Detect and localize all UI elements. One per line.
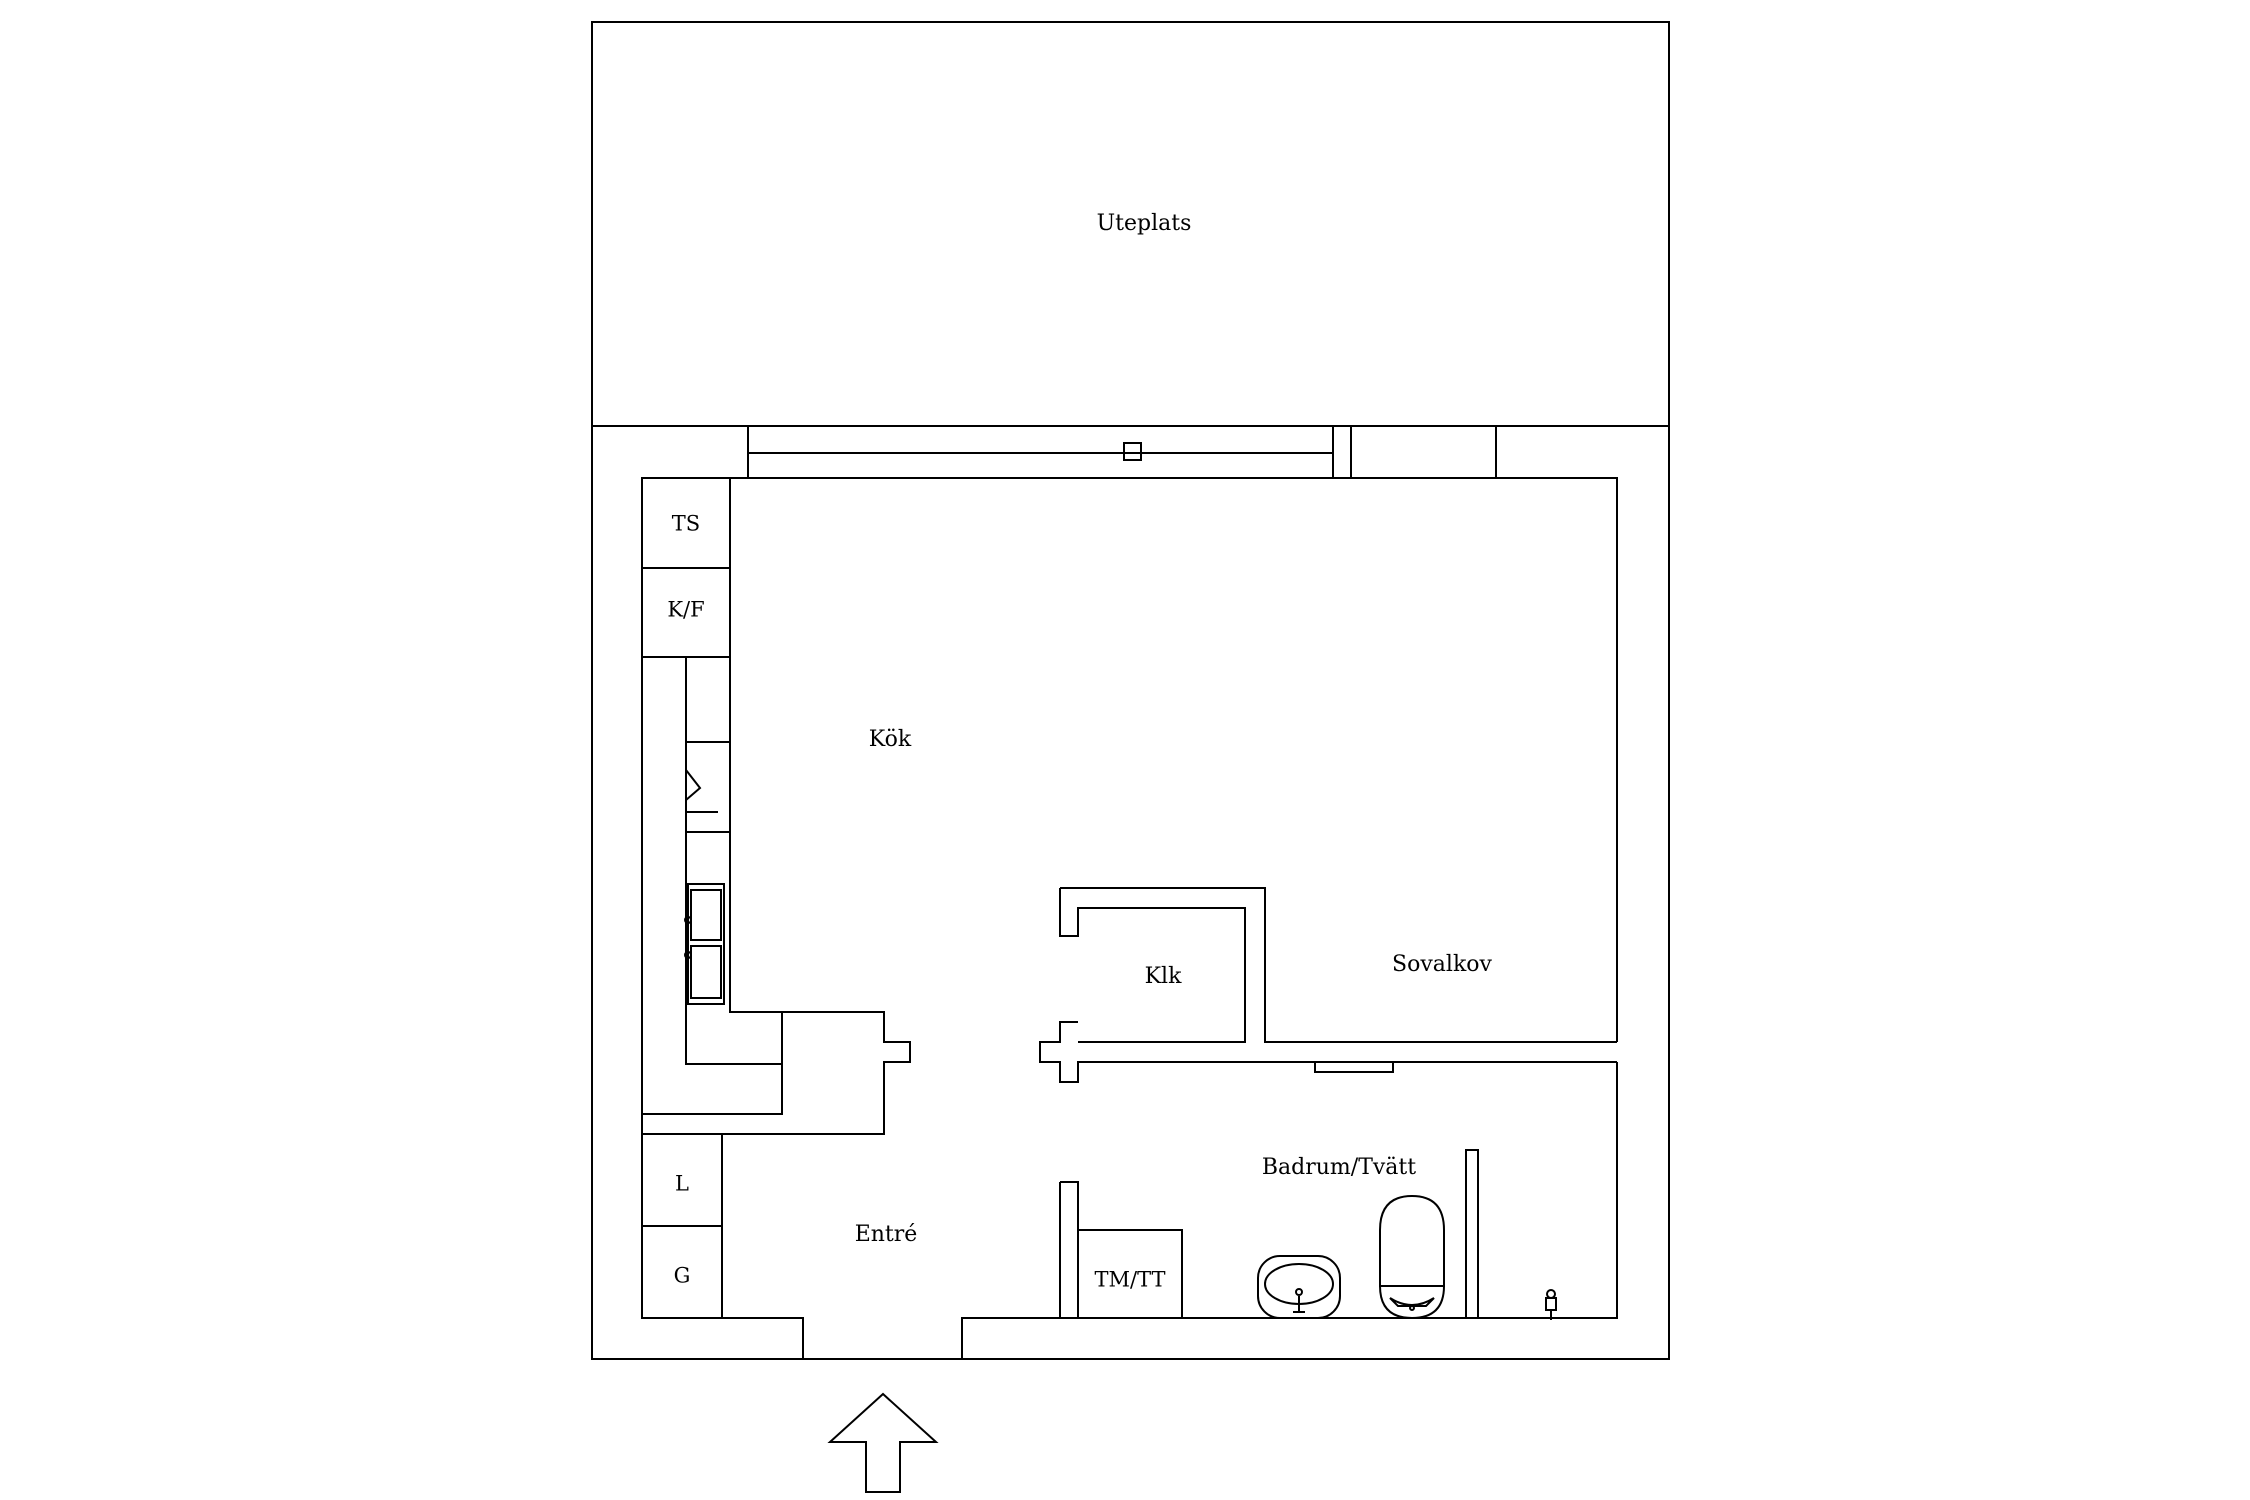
kitchen-sink [687,883,725,1005]
cabinet-g [641,1225,723,1319]
room-label-kok: Kök [869,727,912,752]
fixture-label-tmtt: TM/TT [1095,1268,1166,1292]
room-label-uteplats: Uteplats [1097,211,1192,236]
fixture-label-g: G [674,1264,691,1288]
fixture-label-ts: TS [672,512,700,536]
room-label-klk: Klk [1145,964,1182,989]
washer-dryer [1077,1229,1183,1319]
outer-boundary [591,21,1670,1360]
kitchen-counter [641,656,783,1115]
wall-pier [1332,425,1352,479]
room-label-entre: Entré [855,1222,918,1247]
window-handle [1123,442,1142,461]
room-label-badrum: Badrum/Tvätt [1262,1155,1416,1180]
bathroom-door-threshold [1314,1061,1394,1073]
kitchen-appliance [685,741,731,833]
entrance-arrow [827,1392,939,1493]
fixture-label-l: L [675,1172,689,1196]
closet-walls [1059,887,1617,1043]
room-label-sovalkov: Sovalkov [1392,952,1492,977]
kitchen-wall [721,1011,911,1318]
toilet [1379,1194,1445,1287]
interior-wall-bottom [722,1062,1618,1359]
interior-wall-top [642,426,1618,1042]
shower-head [1545,1297,1557,1320]
washbasin [1257,1255,1341,1319]
bathroom-walls [1039,1021,1617,1083]
fixture-label-kf: K/F [667,598,704,622]
shower-partition [1465,1149,1479,1319]
